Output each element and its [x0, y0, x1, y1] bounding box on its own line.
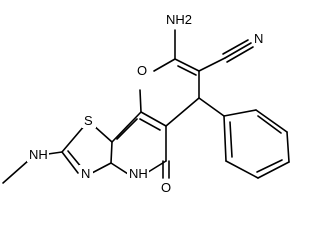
bond-phenyl-6 [223, 115, 227, 162]
bond-phenyl-inner-3 [229, 121, 233, 158]
bond-c8a-c7a [111, 111, 142, 143]
bond-c2-c3-double [177, 65, 197, 76]
bond-lines [2, 29, 290, 184]
bond-phenyl-3 [286, 131, 290, 163]
thiazole-n-label: N [81, 166, 90, 181]
bond-c4-c4a [165, 97, 200, 127]
atom-labels: NH2 N O S NH N NH O [27, 11, 266, 195]
bond-phenyl-4 [257, 161, 290, 179]
bond-thiazole-c2-s [61, 124, 86, 153]
methylamino-label: NH [29, 147, 48, 162]
nitrile-n-label-bg [252, 30, 266, 46]
bond-phenyl-inner-1 [257, 115, 282, 134]
pyran-o-label: O [137, 63, 147, 78]
bond-o-c2 [153, 58, 176, 72]
pyran-o-label-bg [135, 62, 149, 78]
bond-c4a-c8a-double [139, 118, 161, 131]
bond-thiazole-n-c2 [61, 151, 79, 174]
bond-methyl-nh [2, 159, 30, 184]
bond-nitrile-2 [222, 39, 249, 55]
amine-label-bg [164, 11, 194, 29]
thiazole-s-label: S [84, 113, 93, 128]
chemical-structure: NH2 N O S NH N NH O [2, 11, 290, 195]
bond-nitrile-3 [226, 46, 254, 63]
methylamino-label-bg [27, 146, 49, 162]
bond-phenyl-inner-2 [256, 159, 283, 173]
bond-c8a-c7a-double [116, 118, 138, 140]
bond-c2-c3 [174, 58, 200, 72]
bond-phenyl-2 [255, 109, 288, 133]
bond-c4a-c8a [140, 111, 167, 127]
lactam-nh-label: NH [129, 166, 148, 181]
bond-nitrile-1 [224, 42, 252, 59]
bond-c3a-nh [110, 162, 129, 175]
bond-c4-phenyl [198, 97, 225, 117]
amine-label: NH2 [166, 12, 192, 27]
bond-c8a-o [139, 89, 142, 113]
carbonyl-o-label: O [161, 180, 171, 195]
bond-thiazole-c7a-c3a [110, 141, 113, 164]
lactam-nh-label-bg [127, 165, 149, 181]
bond-c3-cn [198, 57, 226, 72]
thiazole-s-label-bg [82, 112, 96, 128]
carbonyl-o-label-bg [159, 179, 173, 195]
nitrile-n-label: N [254, 31, 263, 46]
bond-thiazole-c3a-n [89, 162, 112, 175]
bond-thiazole-s-c7a [92, 124, 113, 143]
bond-phenyl-1 [223, 109, 257, 117]
thiazole-n-label-bg [79, 165, 93, 181]
bond-phenyl-5 [225, 160, 259, 179]
